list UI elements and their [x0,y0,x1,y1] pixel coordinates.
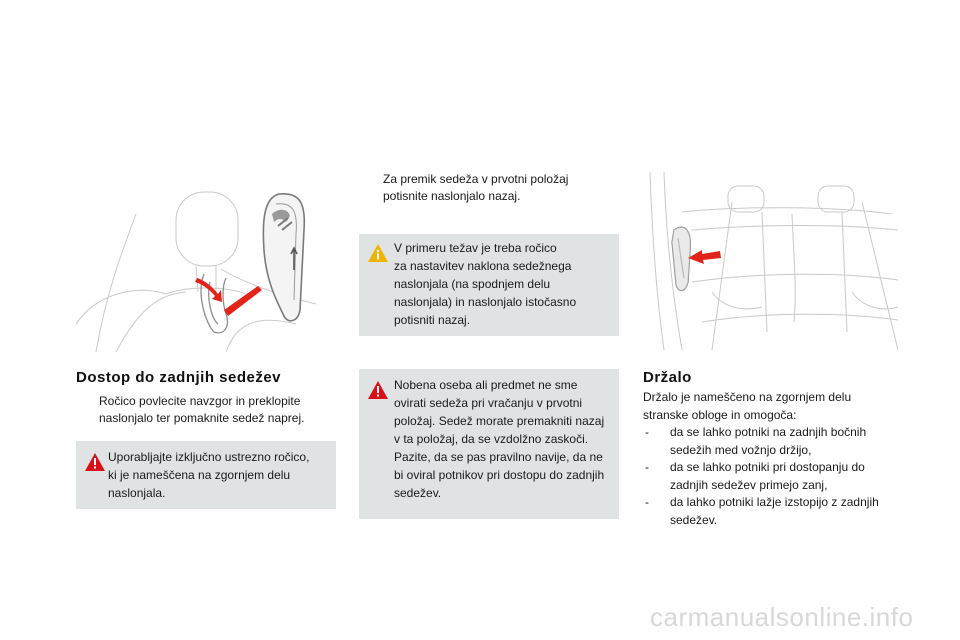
instruction-bullet: Ročico povlecite navzgor in preklopite n… [76,393,346,427]
warning-text: Uporabljajte izključno ustrezno ročico, … [108,450,310,500]
section-heading-rear-access: Dostop do zadnjih sedežev [76,369,282,386]
seat-lever-illustration [76,174,336,352]
warning-text: Nobena oseba ali predmet ne sme ovirati … [394,378,605,500]
list-item: da se lahko potniki na zadnjih bočnih se… [643,424,905,459]
list-item: da se lahko potniki pri dostopanju do za… [643,459,905,494]
section-heading-grab-handle: Držalo [643,369,692,386]
watermark: carmanualsonline.info [650,602,914,632]
warning-box: Uporabljajte izključno ustrezno ročico, … [76,441,336,509]
grab-handle-uses-list: da se lahko potniki na zadnjih bočnih se… [643,424,905,529]
info-text: V primeru težav je treba ročico za nasta… [394,241,577,327]
warning-box: Nobena oseba ali predmet ne sme ovirati … [359,369,619,519]
warning-icon [368,381,388,404]
grab-handle-illustration [642,172,904,350]
info-icon [368,244,388,267]
info-box: V primeru težav je treba ročico za nasta… [359,234,619,336]
grab-handle-intro: Držalo je nameščeno na zgornjem delu str… [643,390,852,422]
warning-icon [85,453,105,476]
list-item: da lahko potniki lažje izstopijo z zadnj… [643,494,905,529]
instruction-text: Ročico povlecite navzgor in preklopite n… [99,394,305,425]
instruction-bullet: Za premik sedeža v prvotni položaj potis… [360,171,615,205]
instruction-text: Za premik sedeža v prvotni položaj potis… [383,172,569,203]
